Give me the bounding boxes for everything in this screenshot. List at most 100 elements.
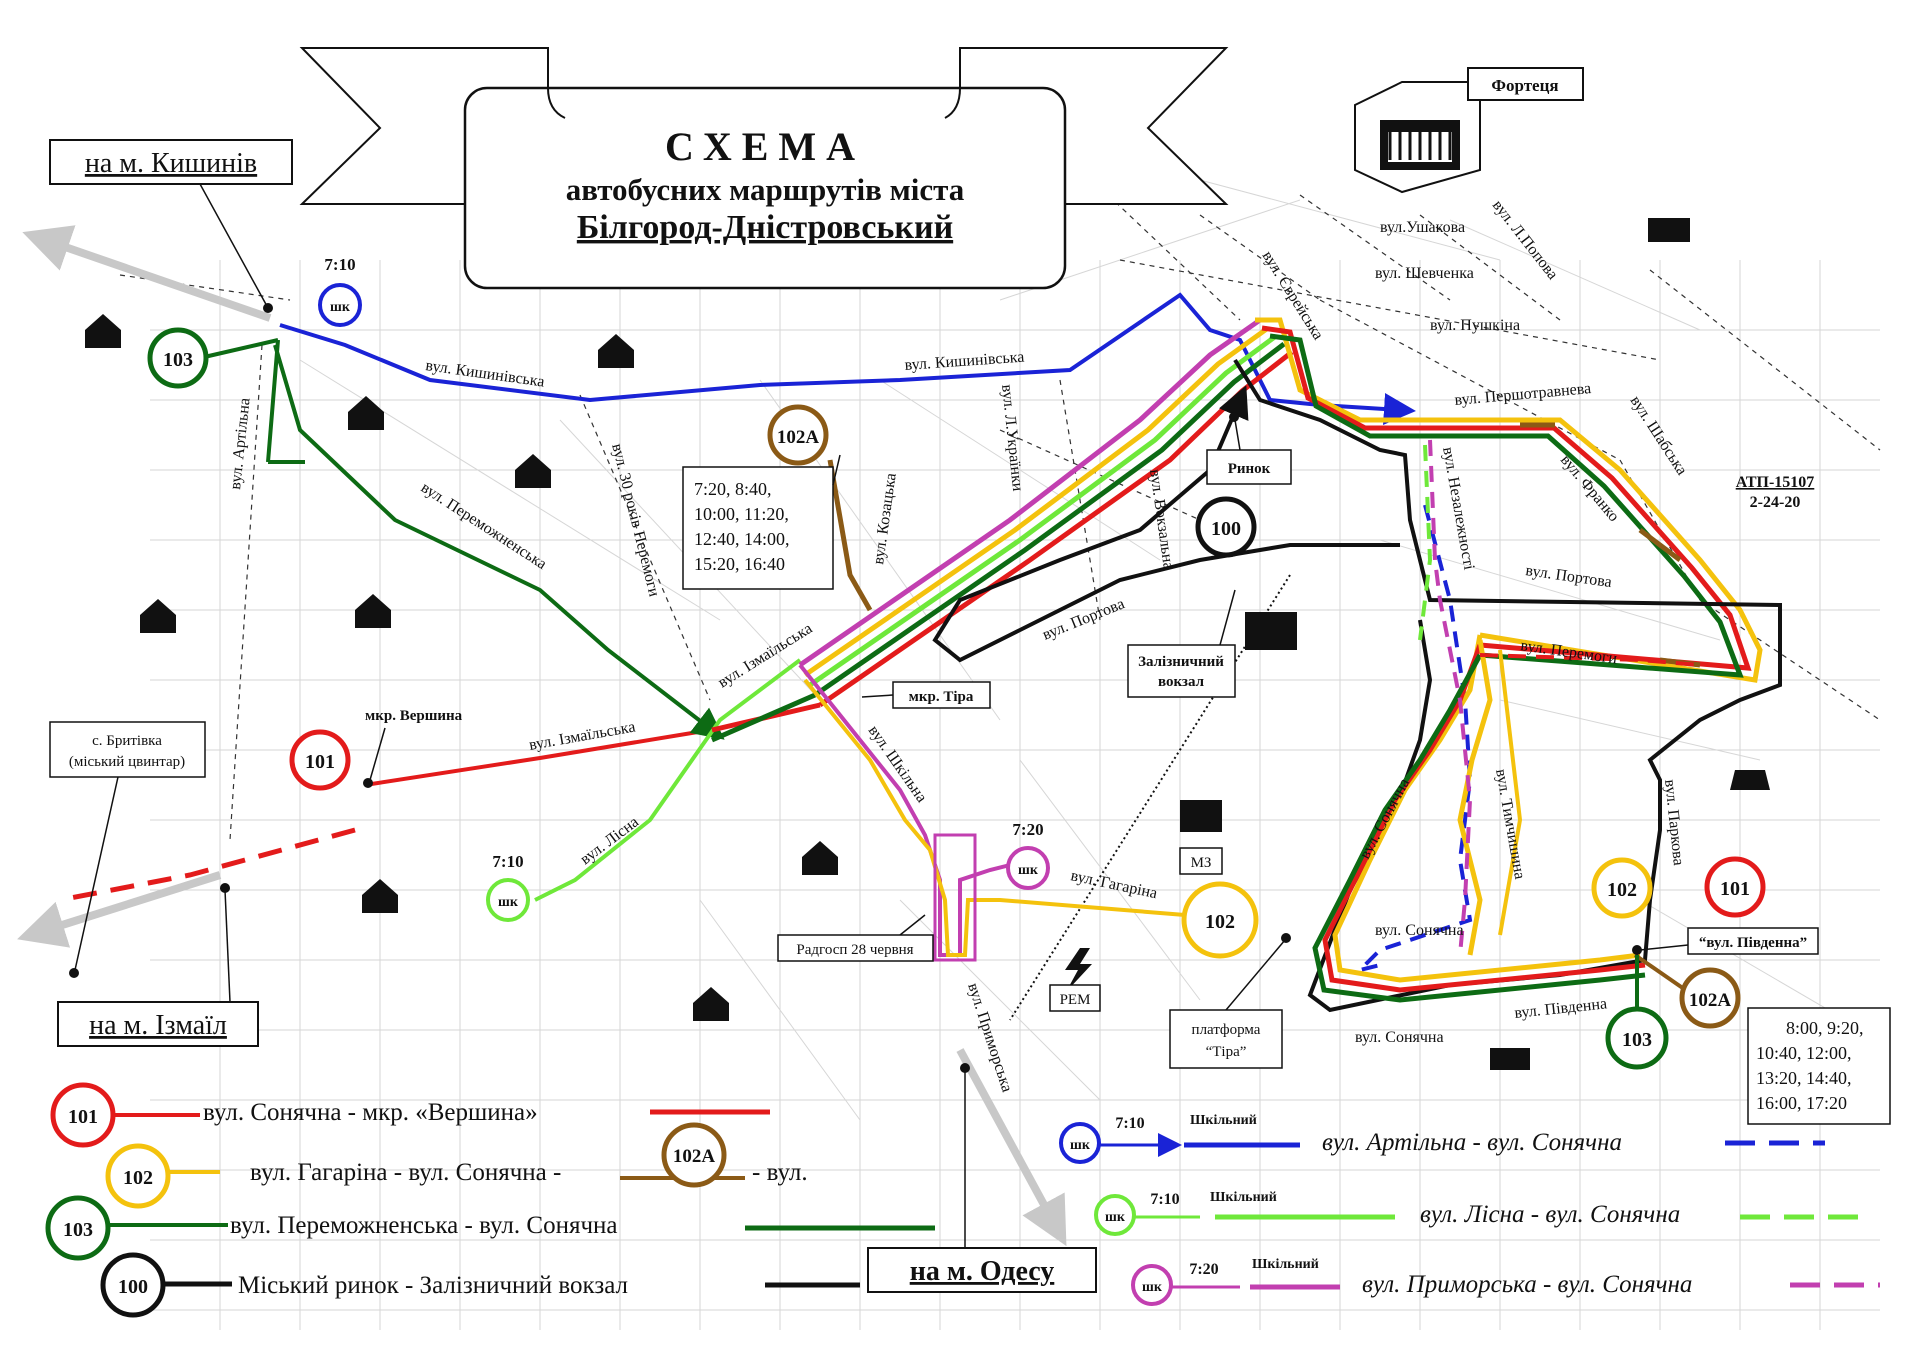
street-sonyachna-c: вул. Сонячна bbox=[1375, 922, 1464, 939]
street-peremozhnenska: вул. Переможненська bbox=[418, 479, 550, 573]
title-line-2: автобусних маршрутів міста bbox=[566, 172, 965, 207]
badge-103-nw[interactable]: 103 bbox=[147, 327, 209, 389]
route-shk-pink-dashed bbox=[1428, 439, 1473, 956]
badge-103-se[interactable]: 103 bbox=[1605, 955, 1669, 1070]
badge-shk-blue[interactable]: шк 7:10 bbox=[318, 255, 362, 327]
legend: 101 вул. Сонячна - мкр. «Вершина» 102 ву… bbox=[45, 1082, 1880, 1318]
place-radhosp-text: Радгосп 28 червня bbox=[796, 942, 913, 958]
route-shk-blue-south bbox=[1353, 504, 1473, 974]
atp-name: АТП-15107 bbox=[1736, 474, 1815, 491]
badge-100[interactable]: 100 bbox=[1195, 496, 1257, 558]
legend-shk-2: шк 7:10 Шкільний вул. Лісна - вул. Соняч… bbox=[1094, 1190, 1865, 1236]
badge-shk-pink[interactable]: шк 7:20 bbox=[1006, 820, 1050, 890]
street-hahaina: вул. Гагаріна bbox=[1069, 867, 1159, 902]
sched-s-1: 8:00, 9:20, bbox=[1786, 1018, 1864, 1038]
sched-s-2: 10:40, 12:00, bbox=[1756, 1043, 1852, 1063]
route-103-nw-link bbox=[199, 338, 279, 360]
badge-102-se-text: 102 bbox=[1607, 879, 1637, 901]
place-brytivka-text-1: с. Бритівка bbox=[92, 733, 162, 749]
dir-izmail: на м. Ізмаїл bbox=[57, 883, 259, 1047]
street-grid bbox=[150, 179, 1881, 1330]
street-ushakova: вул.Ушакова bbox=[1380, 219, 1465, 236]
place-rynok: Ринок bbox=[1206, 412, 1292, 485]
route-102a-north bbox=[827, 459, 873, 612]
house-icon bbox=[515, 454, 551, 488]
place-rem-text: РЕМ bbox=[1060, 992, 1091, 1008]
badge-102-e[interactable]: 102 bbox=[1181, 881, 1259, 959]
title-line-3: Білгород-Дністровський bbox=[577, 209, 953, 246]
legend-shk3-word: Шкільний bbox=[1252, 1257, 1319, 1272]
badge-101-se-text: 101 bbox=[1720, 878, 1750, 900]
legend-shk2-code: шк bbox=[1105, 1210, 1126, 1225]
place-mz: МЗ bbox=[1179, 800, 1223, 875]
legend-shk3-code: шк bbox=[1142, 1280, 1163, 1295]
sched-n-1: 7:20, 8:40, bbox=[694, 479, 772, 499]
place-vokzal-text-2: вокзал bbox=[1158, 674, 1205, 690]
street-portova-w: вул. Портова bbox=[1040, 595, 1127, 643]
legend-103: 103 вул. Переможненська - вул. Сонячна bbox=[45, 1195, 935, 1261]
place-vershyna-text: мкр. Вершина bbox=[365, 708, 463, 724]
place-platform-text-2: “Тіра” bbox=[1206, 1044, 1247, 1060]
place-platform-text-1: платформа bbox=[1192, 1022, 1261, 1038]
street-pivdenna: вул. Південна bbox=[1514, 995, 1608, 1022]
factory-icon bbox=[1180, 800, 1222, 832]
legend-100-num: 100 bbox=[118, 1276, 148, 1298]
street-sonyachna-s: вул. Сонячна bbox=[1355, 1029, 1444, 1046]
badge-shk-pink-code: шк bbox=[1018, 863, 1039, 878]
title-banner: СХЕМА автобусних маршрутів міста Білгоро… bbox=[299, 47, 1229, 290]
sched-n-3: 12:40, 14:00, bbox=[694, 529, 790, 549]
legend-shk2-word: Шкільний bbox=[1210, 1190, 1277, 1205]
fortress-label: Фортеця bbox=[1491, 76, 1558, 95]
badge-102a-se-text: 102А bbox=[1689, 990, 1732, 1011]
route-shk-lisna-dashed bbox=[1418, 444, 1433, 641]
sched-s-3: 13:20, 14:40, bbox=[1756, 1068, 1852, 1088]
legend-102a-tail: - вул. bbox=[752, 1159, 808, 1186]
legend-shk1-word: Шкільний bbox=[1190, 1113, 1257, 1128]
street-pershotravneva: вул. Першотравнева bbox=[1454, 380, 1592, 409]
street-pushkina: вул. Пушкіна bbox=[1430, 317, 1520, 334]
legend-shk3-route: вул. Приморська - вул. Сонячна bbox=[1362, 1271, 1692, 1298]
legend-102-text: вул. Гагаріна - вул. Сонячна - bbox=[250, 1159, 561, 1186]
place-mkr-tyra-text: мкр. Тіра bbox=[909, 689, 974, 705]
badge-102a-n[interactable]: 102А bbox=[767, 404, 829, 466]
badge-shk-green[interactable]: шк 7:10 bbox=[486, 852, 530, 922]
badge-shk-green-time: 7:10 bbox=[492, 852, 523, 871]
badge-101-w[interactable]: 101 bbox=[289, 729, 351, 791]
legend-103-num: 103 bbox=[63, 1219, 93, 1241]
legend-102-num: 102 bbox=[123, 1167, 153, 1189]
title-line-1: СХЕМА bbox=[665, 124, 865, 169]
badge-101-se[interactable]: 101 bbox=[1704, 856, 1766, 918]
legend-103-text: вул. Переможненська - вул. Сонячна bbox=[230, 1212, 618, 1239]
badge-102a-se[interactable]: 102А bbox=[1679, 967, 1741, 1029]
place-mz-text: МЗ bbox=[1191, 855, 1212, 871]
route-100 bbox=[932, 358, 1782, 1013]
street-izmailska-e: вул. Ізмаїльська bbox=[715, 620, 815, 691]
badge-102-se[interactable]: 102 bbox=[1591, 857, 1653, 919]
fortress: Фортеця bbox=[1354, 67, 1584, 194]
place-vershyna: мкр. Вершина bbox=[363, 708, 463, 788]
street-kyshynivska-e: вул. Кишинівська bbox=[904, 349, 1025, 374]
legend-shk-3: шк 7:20 Шкільний вул. Приморська - вул. … bbox=[1131, 1257, 1880, 1306]
schedule-102a-north: 7:20, 8:40, 10:00, 11:20, 12:40, 14:00, … bbox=[682, 454, 841, 590]
place-vokzal: Залізничний вокзал bbox=[1127, 589, 1297, 698]
house-icon bbox=[140, 599, 176, 633]
badge-101-w-text: 101 bbox=[305, 751, 335, 773]
street-tymchyshyna: вул. Тимчишина bbox=[1492, 768, 1528, 881]
motorcycle-icon bbox=[1730, 770, 1770, 790]
route-bundle-south-loop bbox=[1312, 634, 1701, 1003]
badge-shk-pink-time: 7:20 bbox=[1012, 820, 1043, 839]
legend-102a-num: 102А bbox=[673, 1146, 716, 1167]
street-lisna: вул. Лісна bbox=[577, 813, 642, 868]
beach-icon bbox=[1648, 218, 1690, 242]
legend-101-text: вул. Сонячна - мкр. «Вершина» bbox=[203, 1099, 538, 1126]
house-icon bbox=[693, 987, 729, 1021]
badge-shk-blue-time: 7:10 bbox=[324, 255, 355, 274]
legend-100-text: Міський ринок - Залізничний вокзал bbox=[238, 1272, 628, 1299]
vokzal-building-icon bbox=[1245, 612, 1297, 650]
house-icons bbox=[85, 218, 1770, 1070]
route-103-west bbox=[266, 339, 712, 730]
sched-s-4: 16:00, 17:20 bbox=[1756, 1093, 1847, 1113]
street-parkova: вул. Паркова bbox=[1661, 779, 1687, 867]
place-radhosp: Радгосп 28 червня bbox=[777, 914, 934, 962]
